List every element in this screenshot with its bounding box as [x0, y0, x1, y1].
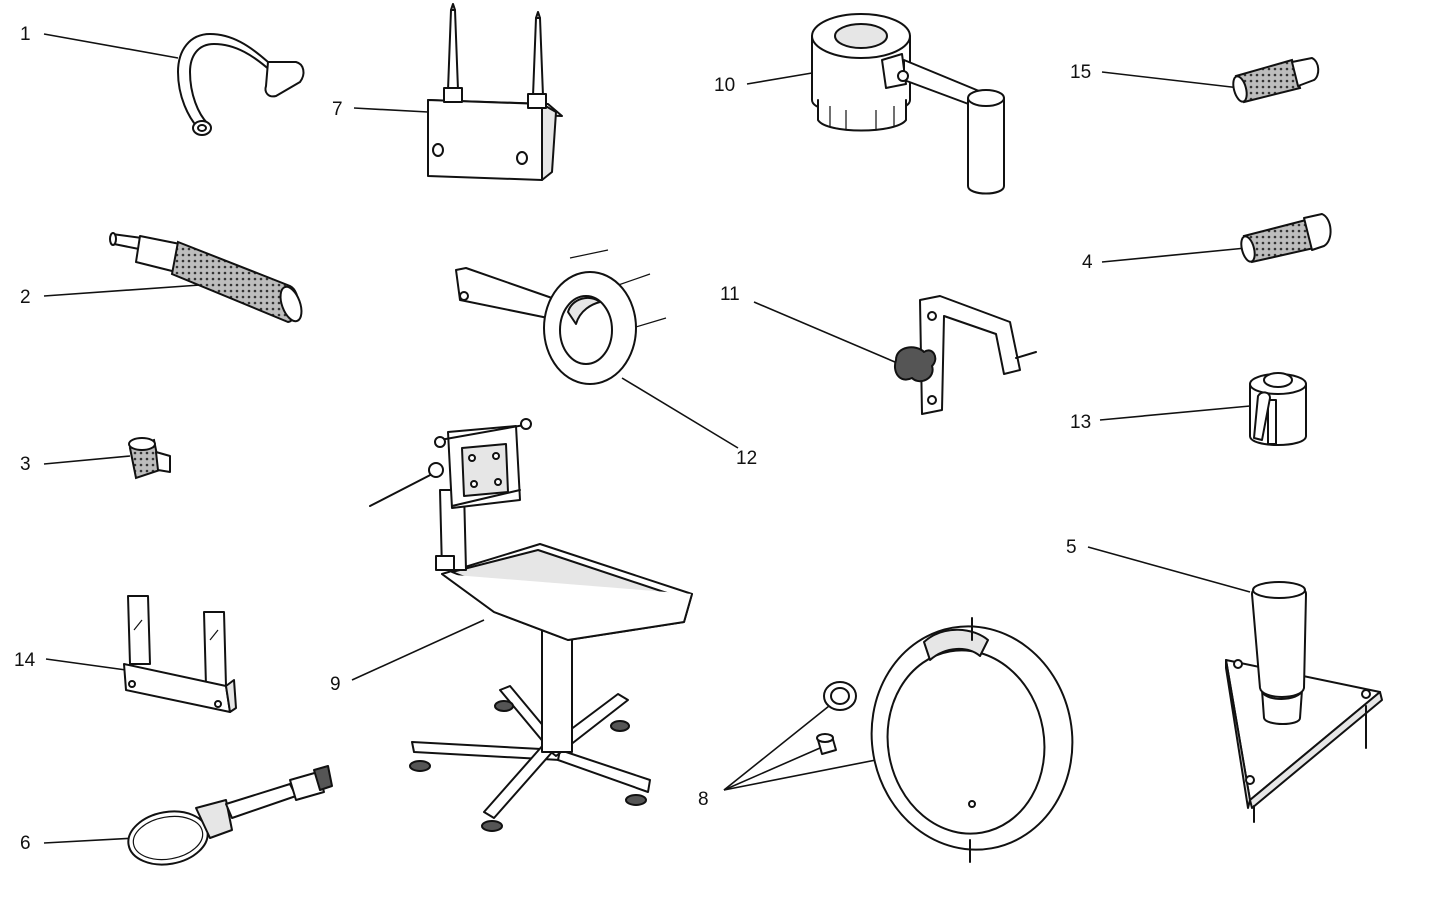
callout-7: 7 [332, 99, 429, 120]
callout-13: 13 [1070, 405, 1251, 433]
callout-label-10: 10 [714, 75, 735, 96]
tool-9-engine-stand-drawing [369, 418, 693, 832]
tool-1-crank-rod-drawing [177, 33, 305, 136]
callout-label-12: 12 [736, 448, 757, 469]
leader-line-1 [43, 33, 179, 59]
callout-label-2: 2 [20, 287, 31, 308]
callout-label-13: 13 [1070, 412, 1091, 433]
tool-13-slotted-sleeve-drawing [1249, 372, 1307, 446]
callout-9: 9 [330, 619, 485, 695]
leader-line-3 [43, 455, 131, 465]
leader-line-8a [723, 701, 835, 791]
callout-label-7: 7 [332, 99, 343, 120]
leader-line-8c [723, 757, 887, 791]
callout-2: 2 [20, 284, 201, 308]
tool-4-threaded-bolt-drawing [1240, 213, 1332, 264]
callout-label-6: 6 [20, 833, 31, 854]
tool-7-pin-plate-drawing [427, 3, 563, 181]
tool-14-gauge-plate-drawing [123, 595, 237, 713]
callout-label-8: 8 [698, 789, 709, 810]
callout-5: 5 [1066, 537, 1251, 593]
tool-15-threaded-bolt-drawing [1232, 57, 1320, 104]
callout-label-11: 11 [720, 284, 740, 305]
callout-label-9: 9 [330, 674, 341, 695]
leader-line-2 [43, 284, 201, 297]
tool-6-strap-wrench-drawing [127, 765, 333, 866]
leader-line-8b [723, 747, 821, 791]
tool-11-bracket-drawing [894, 295, 1037, 415]
callout-label-15: 15 [1070, 62, 1091, 83]
leader-line-5 [1087, 546, 1251, 593]
callout-8: 8 [698, 701, 887, 810]
callout-1: 1 [20, 24, 179, 59]
callout-label-14: 14 [14, 650, 36, 671]
leader-line-11 [753, 301, 903, 366]
leader-line-12 [621, 377, 739, 449]
leader-line-9 [351, 619, 485, 681]
tool-10-nut-wrench-drawing [811, 13, 1005, 195]
leader-line-10 [746, 72, 813, 85]
tool-2-knurled-handle-drawing [109, 232, 303, 324]
leader-line-4 [1101, 247, 1247, 263]
callout-15: 15 [1070, 62, 1241, 89]
tool-5-triangular-stand-drawing [1225, 581, 1383, 823]
leader-line-7 [353, 107, 429, 113]
callout-3: 3 [20, 454, 131, 475]
callout-4: 4 [1082, 247, 1247, 273]
callout-label-4: 4 [1082, 252, 1093, 273]
callout-label-1: 1 [20, 24, 31, 45]
callout-12: 12 [621, 377, 757, 469]
callout-11: 11 [720, 284, 903, 366]
leader-line-15 [1101, 71, 1241, 89]
tool-12-flywheel-holder-drawing [455, 249, 667, 385]
callout-10: 10 [714, 72, 813, 96]
callout-label-3: 3 [20, 454, 31, 475]
leader-line-14 [45, 658, 127, 671]
tool-8-ring-set-drawing [816, 617, 1074, 863]
callout-6: 6 [20, 833, 137, 854]
callout-14: 14 [14, 650, 127, 671]
leader-line-13 [1099, 405, 1251, 421]
callout-label-5: 5 [1066, 537, 1077, 558]
tool-3-knurled-nut-drawing [128, 437, 171, 480]
leader-line-6 [43, 837, 137, 844]
